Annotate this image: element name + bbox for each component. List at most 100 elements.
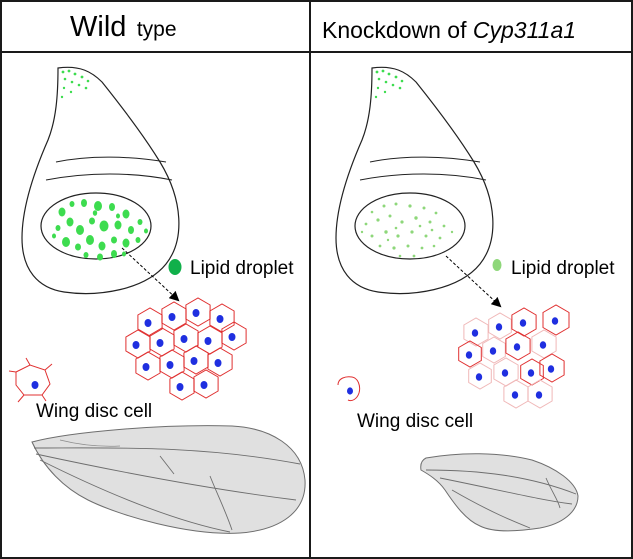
nucleus-icon — [527, 369, 535, 377]
nucleus-icon — [180, 335, 188, 343]
lipid-droplet — [122, 238, 130, 248]
lipid-droplet — [392, 246, 396, 250]
single-wing-disc-cell — [8, 357, 53, 403]
lipid-droplet — [396, 234, 400, 238]
lipid-droplet — [116, 213, 120, 219]
adult-wing — [31, 425, 306, 534]
wing-disc-cell — [463, 317, 489, 347]
title-knockdown: Knockdown of — [322, 17, 473, 43]
nucleus-icon — [465, 351, 473, 359]
lipid-droplet — [377, 77, 381, 81]
lipid-droplet — [75, 243, 81, 251]
lipid-droplet — [398, 86, 402, 90]
lipid-droplet — [428, 220, 432, 224]
lipid-droplet — [99, 220, 109, 232]
lipid-droplet — [122, 209, 130, 219]
lipid-droplet — [400, 79, 404, 83]
lipid-droplet — [55, 225, 61, 231]
lipid-droplet — [144, 228, 148, 234]
lipid-droplet — [128, 226, 134, 234]
wing-disc-fold-2 — [45, 173, 173, 181]
lipid-droplet — [374, 95, 378, 99]
nucleus-icon — [132, 341, 140, 349]
wing-disc-cell — [185, 297, 211, 327]
wing-disc-cell — [221, 321, 247, 351]
lipid-droplet — [62, 237, 70, 247]
lipid-droplet — [394, 202, 398, 206]
lipid-droplet — [376, 218, 380, 222]
wing-disc-cell — [482, 336, 506, 364]
lipid-droplet — [376, 86, 380, 90]
lipid-droplet — [66, 217, 74, 227]
lipid-droplet — [442, 224, 446, 228]
nucleus-icon — [513, 343, 521, 351]
lipid-droplet — [384, 230, 388, 234]
lipid-droplet — [420, 246, 424, 250]
lipid-droplet — [61, 70, 65, 74]
lipid-droplet — [98, 241, 106, 251]
lipid-droplet — [62, 86, 66, 90]
lipid-droplet — [81, 199, 87, 207]
wing-disc-cell — [183, 345, 209, 375]
wing-disc-cell — [458, 340, 482, 368]
nucleus-icon — [551, 317, 559, 325]
wing-disc-fold-1 — [55, 156, 167, 163]
lipid-droplet — [83, 252, 89, 258]
nucleus-icon — [511, 391, 519, 399]
nucleus-icon — [192, 309, 200, 317]
lipid-droplet — [412, 254, 416, 258]
nucleus-icon — [347, 387, 353, 395]
lipid-droplet — [89, 217, 95, 225]
lipid-droplet — [114, 220, 122, 230]
wing-disc-outline — [21, 66, 180, 295]
wing-disc-cell — [542, 304, 570, 336]
wing-pouch — [40, 192, 152, 260]
nucleus-icon — [142, 363, 150, 371]
nucleus-icon — [471, 329, 479, 337]
title-wild: Wild — [70, 11, 126, 43]
wing-disc-fold-1-knockdown — [369, 156, 481, 163]
legend-label-knockdown: Lipid droplet — [511, 258, 615, 279]
wing-pouch-knockdown — [354, 192, 466, 260]
lipid-droplet — [94, 201, 102, 211]
cell-label-knockdown: Wing disc cell — [357, 411, 473, 432]
lipid-droplet — [406, 244, 410, 248]
nucleus-icon — [519, 319, 527, 327]
title-gene: Cyp311a1 — [473, 17, 576, 43]
zoom-arrow — [121, 247, 180, 302]
single-wing-disc-cell-knockdown — [337, 376, 361, 402]
nucleus-icon — [495, 323, 503, 331]
nucleus-icon — [475, 373, 483, 381]
nucleus-icon — [176, 383, 184, 391]
lipid-droplet — [63, 77, 67, 81]
lipid-droplet — [386, 238, 390, 242]
wild-type-panel: Lipid droplet Wing disc cell — [8, 66, 306, 534]
pouch-droplets-knockdown — [360, 202, 454, 258]
lipid-droplet — [109, 203, 115, 211]
wing-disc-cell — [207, 347, 233, 377]
cell-cluster — [125, 297, 247, 401]
wing-disc-cell — [193, 369, 219, 399]
lipid-droplet — [69, 90, 73, 94]
lipid-droplet — [135, 237, 141, 243]
lipid-droplet — [84, 86, 88, 90]
nucleus-icon — [535, 391, 543, 399]
lipid-droplet — [80, 75, 84, 79]
lipid-droplet — [400, 220, 404, 224]
lipid-droplet — [360, 230, 364, 234]
wing-disc-cell — [468, 362, 492, 390]
nucleus-icon — [190, 357, 198, 365]
lipid-droplet — [86, 79, 90, 83]
nucleus-icon — [539, 341, 547, 349]
lipid-droplet — [370, 234, 374, 238]
legend-droplet-icon — [168, 259, 182, 275]
lipid-droplet — [364, 222, 368, 226]
lipid-droplet — [410, 230, 414, 234]
lipid-droplet — [67, 69, 71, 73]
cell-label: Wing disc cell — [36, 401, 152, 422]
legend-label: Lipid droplet — [190, 258, 294, 279]
lipid-droplet — [370, 210, 374, 214]
legend-droplet-icon-knockdown — [492, 259, 502, 271]
wing-disc-cell — [531, 329, 557, 359]
